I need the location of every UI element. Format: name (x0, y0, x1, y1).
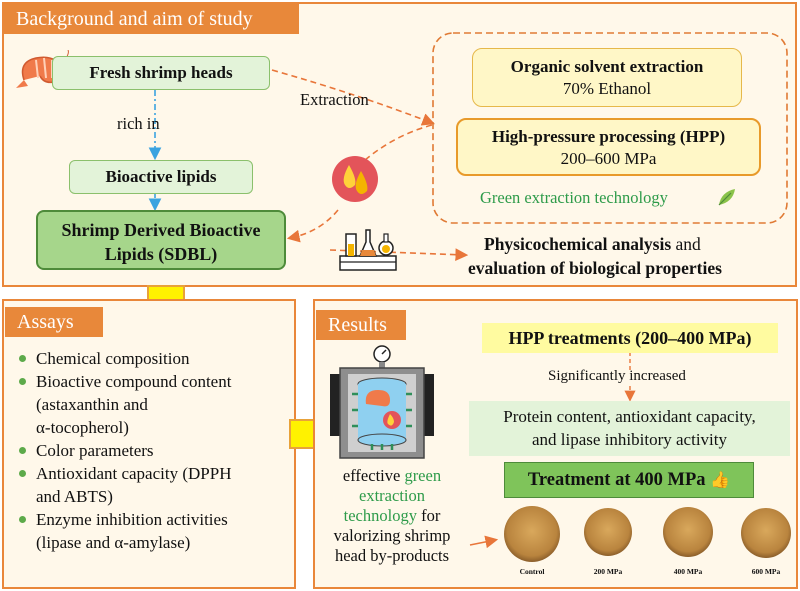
assay-item: Color parameters (14, 439, 294, 462)
assays-panel (2, 299, 296, 589)
physico-and: and (671, 234, 701, 254)
protein-box: Protein content, antioxidant capacity, a… (469, 401, 790, 456)
sample-dishes (504, 506, 791, 562)
sdbl-box: Shrimp Derived Bioactive Lipids (SDBL) (36, 210, 286, 270)
dish-label-600: 600 MPa (751, 567, 781, 576)
hpp-title: High-pressure processing (HPP) (491, 127, 726, 146)
oil-drop-icon (332, 156, 378, 202)
physico-bold: Physicochemical analysis (484, 234, 672, 254)
thumbs-up-icon: 👍 (710, 470, 731, 489)
solvent-box: Organic solvent extraction 70% Ethanol (472, 48, 742, 107)
green-tech-label: Green extraction technology (480, 188, 668, 207)
hpp-sub: 200–600 MPa (560, 149, 657, 168)
bioactive-lipids-box: Bioactive lipids (69, 160, 253, 194)
effective-text: effective green extraction technology fo… (333, 466, 451, 565)
arrow-to-sdbl-left (286, 209, 339, 243)
physico-line2: evaluation of biological properties (468, 258, 722, 278)
arrow-to-dishes (469, 535, 499, 549)
assay-item: Chemical composition (14, 347, 294, 370)
assay-item: Enzyme inhibition activities(lipase and … (14, 508, 294, 554)
solvent-sub: 70% Ethanol (562, 79, 652, 98)
significantly-label: Significantly increased (548, 368, 686, 384)
leaf-icon (718, 189, 735, 206)
extraction-label: Extraction (300, 90, 369, 109)
extraction-methods-box (432, 32, 788, 224)
dish-label-200: 200 MPa (593, 567, 623, 576)
assay-item: Bioactive compound content(astaxanthin a… (14, 370, 294, 439)
assays-title: Assays (5, 307, 103, 337)
hpp-treatments-box: HPP treatments (200–400 MPa) (482, 323, 778, 353)
dish-label-400: 400 MPa (673, 567, 703, 576)
dish-control (504, 506, 560, 562)
results-title: Results (316, 310, 406, 340)
solvent-title: Organic solvent extraction (510, 57, 704, 76)
dish-400 (663, 507, 713, 557)
dish-label-control: Control (519, 567, 545, 576)
background-title: Background and aim of study (4, 4, 299, 34)
hpp-box: High-pressure processing (HPP) 200–600 M… (456, 118, 761, 176)
hpp-vessel-icon (330, 345, 434, 459)
arrow-extraction (271, 69, 435, 126)
assays-list: Chemical composition Bioactive compound … (14, 347, 294, 554)
fresh-shrimp-box: Fresh shrimp heads (52, 56, 270, 90)
sdbl-line1: Shrimp Derived Bioactive (61, 220, 261, 240)
sdbl-line2: Lipids (SDBL) (104, 244, 218, 264)
dish-600 (741, 508, 791, 558)
lab-equipment-icon (339, 229, 397, 271)
treatment-400-box: Treatment at 400 MPa 👍 (504, 462, 754, 498)
physico-line1: Physicochemical analysis and (484, 234, 701, 255)
dish-200 (584, 508, 632, 556)
rich-in-label: rich in (117, 114, 160, 133)
